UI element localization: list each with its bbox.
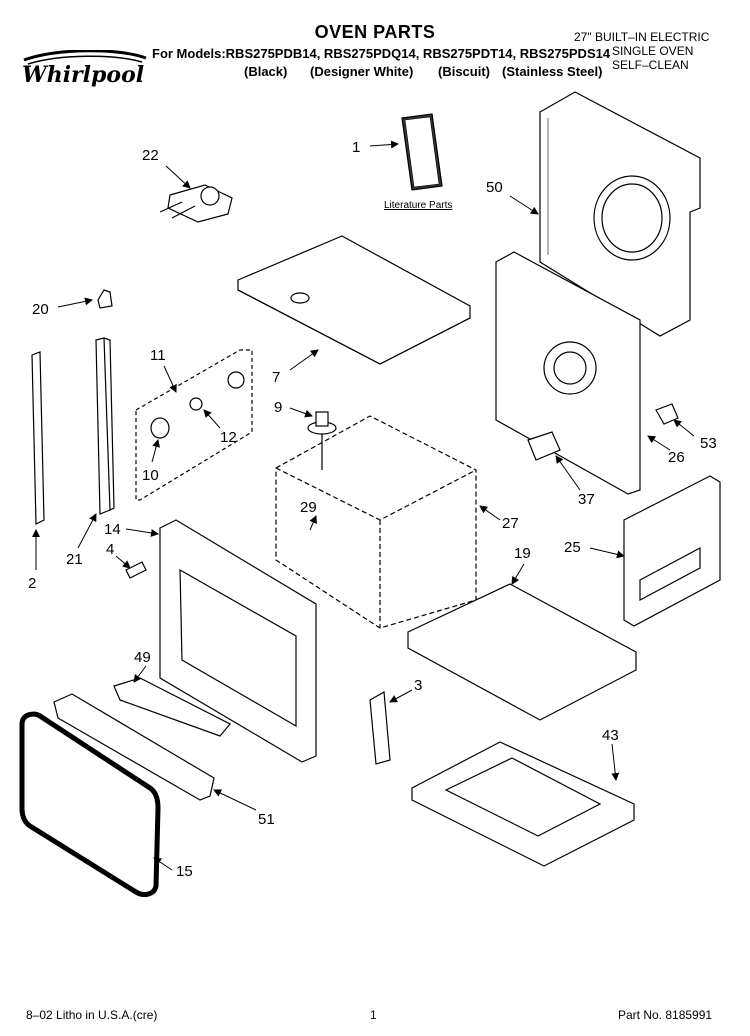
litho-note: 8–02 Litho in U.S.A.(cre): [26, 1008, 158, 1022]
callout-11: 11: [150, 347, 166, 364]
variant-designer-white: (Designer White): [310, 64, 414, 79]
part-10-light-lens: [150, 417, 170, 439]
part-number: Part No. 8185991: [618, 1008, 713, 1022]
part-37-element: [527, 431, 561, 461]
part-20-cap: [97, 289, 113, 309]
callout-50: 50: [486, 179, 503, 196]
callout-27: 27: [502, 515, 519, 532]
part-3-bracket: [369, 691, 391, 765]
callout-15: 15: [176, 863, 193, 880]
callout-43: 43: [602, 727, 619, 744]
callout-20: 20: [32, 301, 49, 318]
part-9-sensor: [307, 411, 337, 470]
part-50-rear-panel: [539, 91, 701, 337]
spec-line-2: SINGLE OVEN: [612, 44, 694, 58]
part-27-oven-cavity: [275, 415, 477, 629]
part-51-vent-trim: [53, 693, 215, 801]
callout-19: 19: [514, 545, 531, 562]
part-26-rear-panel-assembly: [495, 251, 641, 495]
models-line: For Models:RBS275PDB14, RBS275PDQ14, RBS…: [152, 46, 611, 61]
part-7-top-panel: [237, 235, 471, 365]
callout-25: 25: [564, 539, 581, 556]
page-number: 1: [370, 1008, 377, 1022]
part-15-door-gasket: [19, 711, 161, 897]
literature-parts-booklet: [401, 113, 443, 191]
part-25-side-panel: [623, 475, 721, 627]
callout-7: 7: [272, 369, 280, 386]
literature-parts-label: Literature Parts: [384, 200, 452, 211]
spec-line-1: 27" BUILT–IN ELECTRIC: [574, 30, 710, 44]
callout-26: 26: [668, 449, 685, 466]
variant-black: (Black): [244, 64, 288, 79]
whirlpool-logo: Whirlpool: [22, 50, 147, 88]
variant-stainless: (Stainless Steel): [502, 64, 603, 79]
callout-4: 4: [106, 541, 114, 558]
part-12-light-socket: [189, 371, 245, 411]
callout-14: 14: [104, 521, 121, 538]
callout-29: 29: [300, 499, 317, 516]
part-43-bottom-pan: [411, 741, 635, 867]
part-53-clip: [655, 403, 679, 425]
part-22-bracket-assembly: [159, 184, 233, 223]
callout-49: 49: [134, 649, 151, 666]
part-14-front-frame: [159, 519, 317, 763]
spec-line-3: SELF–CLEAN: [612, 58, 689, 72]
callout-53: 53: [700, 435, 717, 452]
part-4-screw: [125, 561, 147, 579]
callout-3: 3: [414, 677, 422, 694]
callout-9: 9: [274, 399, 282, 416]
callout-1: 1: [352, 139, 360, 156]
brand-name: Whirlpool: [22, 62, 144, 88]
part-2-side-strip: [31, 351, 45, 525]
page-title: OVEN PARTS: [314, 22, 436, 42]
callout-2: 2: [28, 575, 36, 592]
callout-21: 21: [66, 551, 83, 568]
callout-10: 10: [142, 467, 159, 484]
variant-biscuit: (Biscuit): [438, 64, 490, 79]
callout-51: 51: [258, 811, 275, 828]
callout-22: 22: [142, 147, 159, 164]
part-19-bottom-panel: [407, 583, 637, 721]
callout-37: 37: [578, 491, 595, 508]
part-21-side-rail: [95, 337, 111, 515]
callout-12: 12: [220, 429, 237, 446]
